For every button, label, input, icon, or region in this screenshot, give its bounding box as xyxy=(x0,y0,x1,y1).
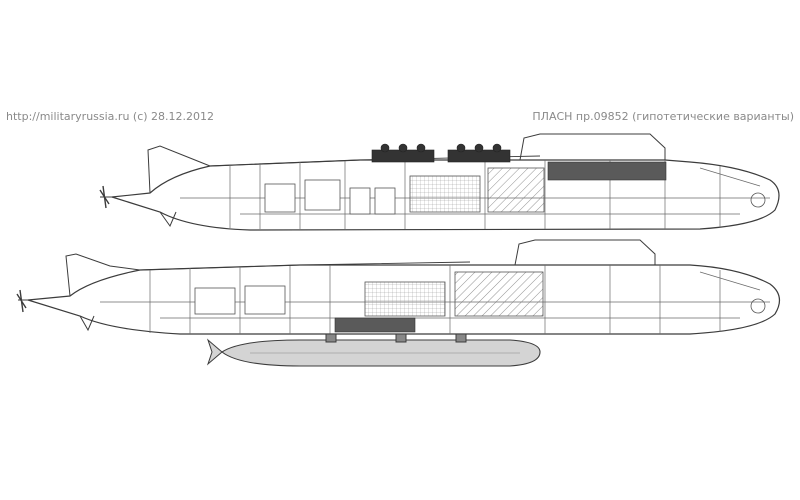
top-hull-outline xyxy=(111,159,780,231)
bottom-deck-line xyxy=(139,261,471,271)
mini-submarine xyxy=(206,333,541,367)
bottom-sail xyxy=(514,239,656,266)
top-propeller xyxy=(99,185,110,209)
submarine-bottom-profile xyxy=(16,239,781,335)
project-title: ПЛАСН пр.09852 (гипотетические варианты) xyxy=(532,110,794,123)
mini-sub-tail xyxy=(206,338,223,366)
top-missile-block xyxy=(547,161,667,181)
bottom-hatched-compartment xyxy=(454,271,544,317)
bottom-cradle-block xyxy=(334,317,416,333)
top-lower-rudder xyxy=(159,211,177,228)
top-deck-equipment xyxy=(371,143,511,163)
source-credit: http://militaryrussia.ru (c) 28.12.2012 xyxy=(6,110,215,123)
bottom-lower-rudder xyxy=(79,315,95,332)
submarine-top-profile xyxy=(99,133,780,231)
top-sail xyxy=(519,133,666,161)
top-hatched-compartment xyxy=(487,167,545,213)
bottom-rudder xyxy=(65,253,141,297)
bottom-propeller xyxy=(16,289,27,313)
top-rudder xyxy=(147,145,211,194)
